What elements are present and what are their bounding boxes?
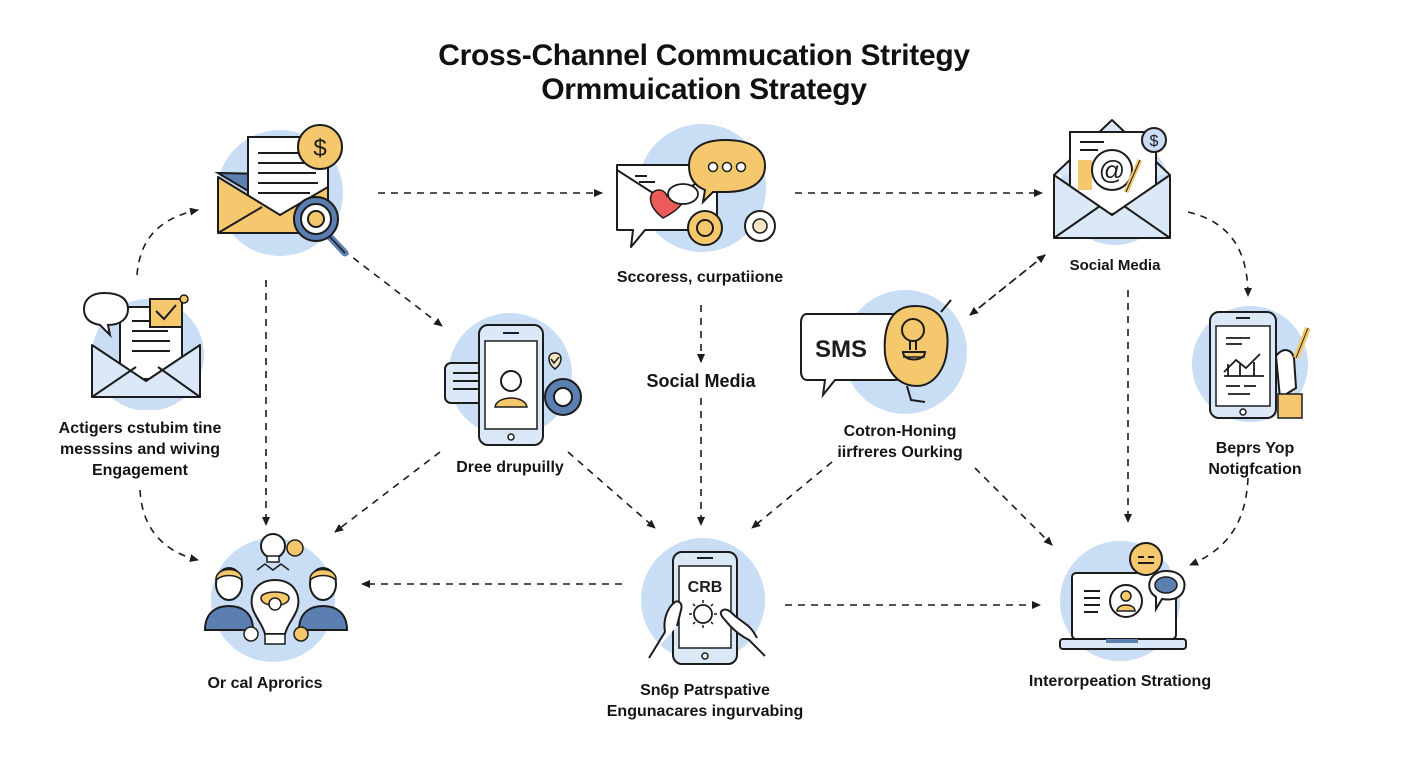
tablet-chart-hand-pen-icon bbox=[1192, 306, 1311, 422]
label-line: Engagement bbox=[91, 462, 188, 479]
node-label-email-social: Social Media bbox=[1040, 255, 1190, 276]
arrow-engagement-to-email bbox=[136, 207, 199, 276]
dollar-symbol: $ bbox=[1150, 133, 1159, 150]
arrow-sms-to-laptop bbox=[974, 467, 1053, 546]
node-label-sms-idea: Cotron-Honing iirfreres Ourking bbox=[800, 421, 1000, 463]
node-email-payment: $ bbox=[200, 115, 370, 265]
arrow-sms-to-social-email-head bbox=[969, 254, 1046, 316]
label-line: Social Media bbox=[1069, 257, 1161, 274]
label-line: Or cal Aprorics bbox=[207, 675, 323, 692]
at-symbol: @ bbox=[1099, 155, 1125, 185]
label-line: Sn6p Patrspative bbox=[640, 682, 770, 699]
diagram-title-line-1: Cross-Channel Commucation Stritegy bbox=[438, 39, 970, 72]
label-line: Cotron-Honing bbox=[843, 423, 957, 440]
arrow-sms-to-crb bbox=[751, 461, 833, 529]
node-label-engagement: Actigers cstubim tine messsins and wivin… bbox=[30, 418, 250, 481]
envelope-dollar-search-icon: $ bbox=[214, 124, 349, 257]
crb-text: CRB bbox=[688, 579, 723, 596]
message-heart-chat-icon bbox=[616, 124, 776, 252]
node-label-notification: Beprs Yop Notigfcation bbox=[1170, 438, 1340, 480]
phone-user-icon bbox=[444, 313, 582, 446]
arrow-engagement-to-team bbox=[139, 489, 199, 562]
label-line: Social Media bbox=[646, 371, 756, 391]
node-label-laptop-chat: Interorpeation Strationg bbox=[1000, 671, 1240, 692]
label-line: Sccoress, curpatiione bbox=[616, 269, 784, 286]
diagram-title-line-2: Ormmuication Strategy bbox=[541, 73, 867, 106]
label-line: messsins and wiving bbox=[59, 441, 221, 458]
node-label-center-social: Social Media bbox=[620, 371, 782, 392]
dollar-symbol: $ bbox=[313, 135, 326, 162]
sms-head-lightbulb-icon: SMS bbox=[800, 290, 967, 414]
node-label-crb-mobile: Sn6p Patrspative Engunacares ingurvabing bbox=[580, 680, 830, 722]
node-crb-mobile: CRB bbox=[625, 530, 785, 670]
envelope-check-speech-icon bbox=[82, 291, 204, 411]
arrow-phone-to-team bbox=[334, 451, 441, 533]
arrow-phone-to-crb bbox=[567, 451, 656, 529]
label-line: Actigers cstubim tine bbox=[58, 420, 222, 437]
node-mobile-profile bbox=[435, 305, 595, 450]
envelope-at-dollar-icon: @ $ bbox=[1053, 119, 1171, 245]
node-sms-idea: SMS bbox=[795, 282, 975, 417]
label-line: Interorpeation Strationg bbox=[1028, 673, 1212, 690]
arrow-notification-to-laptop bbox=[1189, 477, 1249, 566]
sms-text: SMS bbox=[815, 336, 867, 363]
label-line: iirfreres Ourking bbox=[837, 444, 963, 461]
node-notification bbox=[1180, 298, 1330, 428]
node-laptop-chat bbox=[1050, 535, 1200, 665]
arrow-social-email-to-notification bbox=[1187, 211, 1252, 297]
label-line: Beprs Yop bbox=[1215, 440, 1295, 457]
node-email-social: @ $ bbox=[1040, 110, 1190, 250]
node-label-collaboration: Or cal Aprorics bbox=[180, 673, 350, 694]
node-collaboration bbox=[195, 530, 355, 665]
laptop-user-chat-icon bbox=[1059, 541, 1187, 661]
label-line: Notigfcation bbox=[1208, 461, 1302, 478]
team-lightbulb-icon bbox=[203, 533, 349, 662]
node-label-mobile-profile: Dree drupuilly bbox=[430, 457, 590, 478]
node-label-chat-messaging: Sccoress, curpatiione bbox=[560, 267, 840, 288]
node-engagement bbox=[70, 285, 220, 411]
label-line: Dree drupuilly bbox=[456, 459, 564, 476]
phone-crb-hands-icon: CRB bbox=[641, 538, 766, 665]
arrow-email-to-phone bbox=[342, 249, 443, 327]
label-line: Engunacares ingurvabing bbox=[606, 703, 804, 720]
node-chat-messaging bbox=[605, 120, 805, 255]
